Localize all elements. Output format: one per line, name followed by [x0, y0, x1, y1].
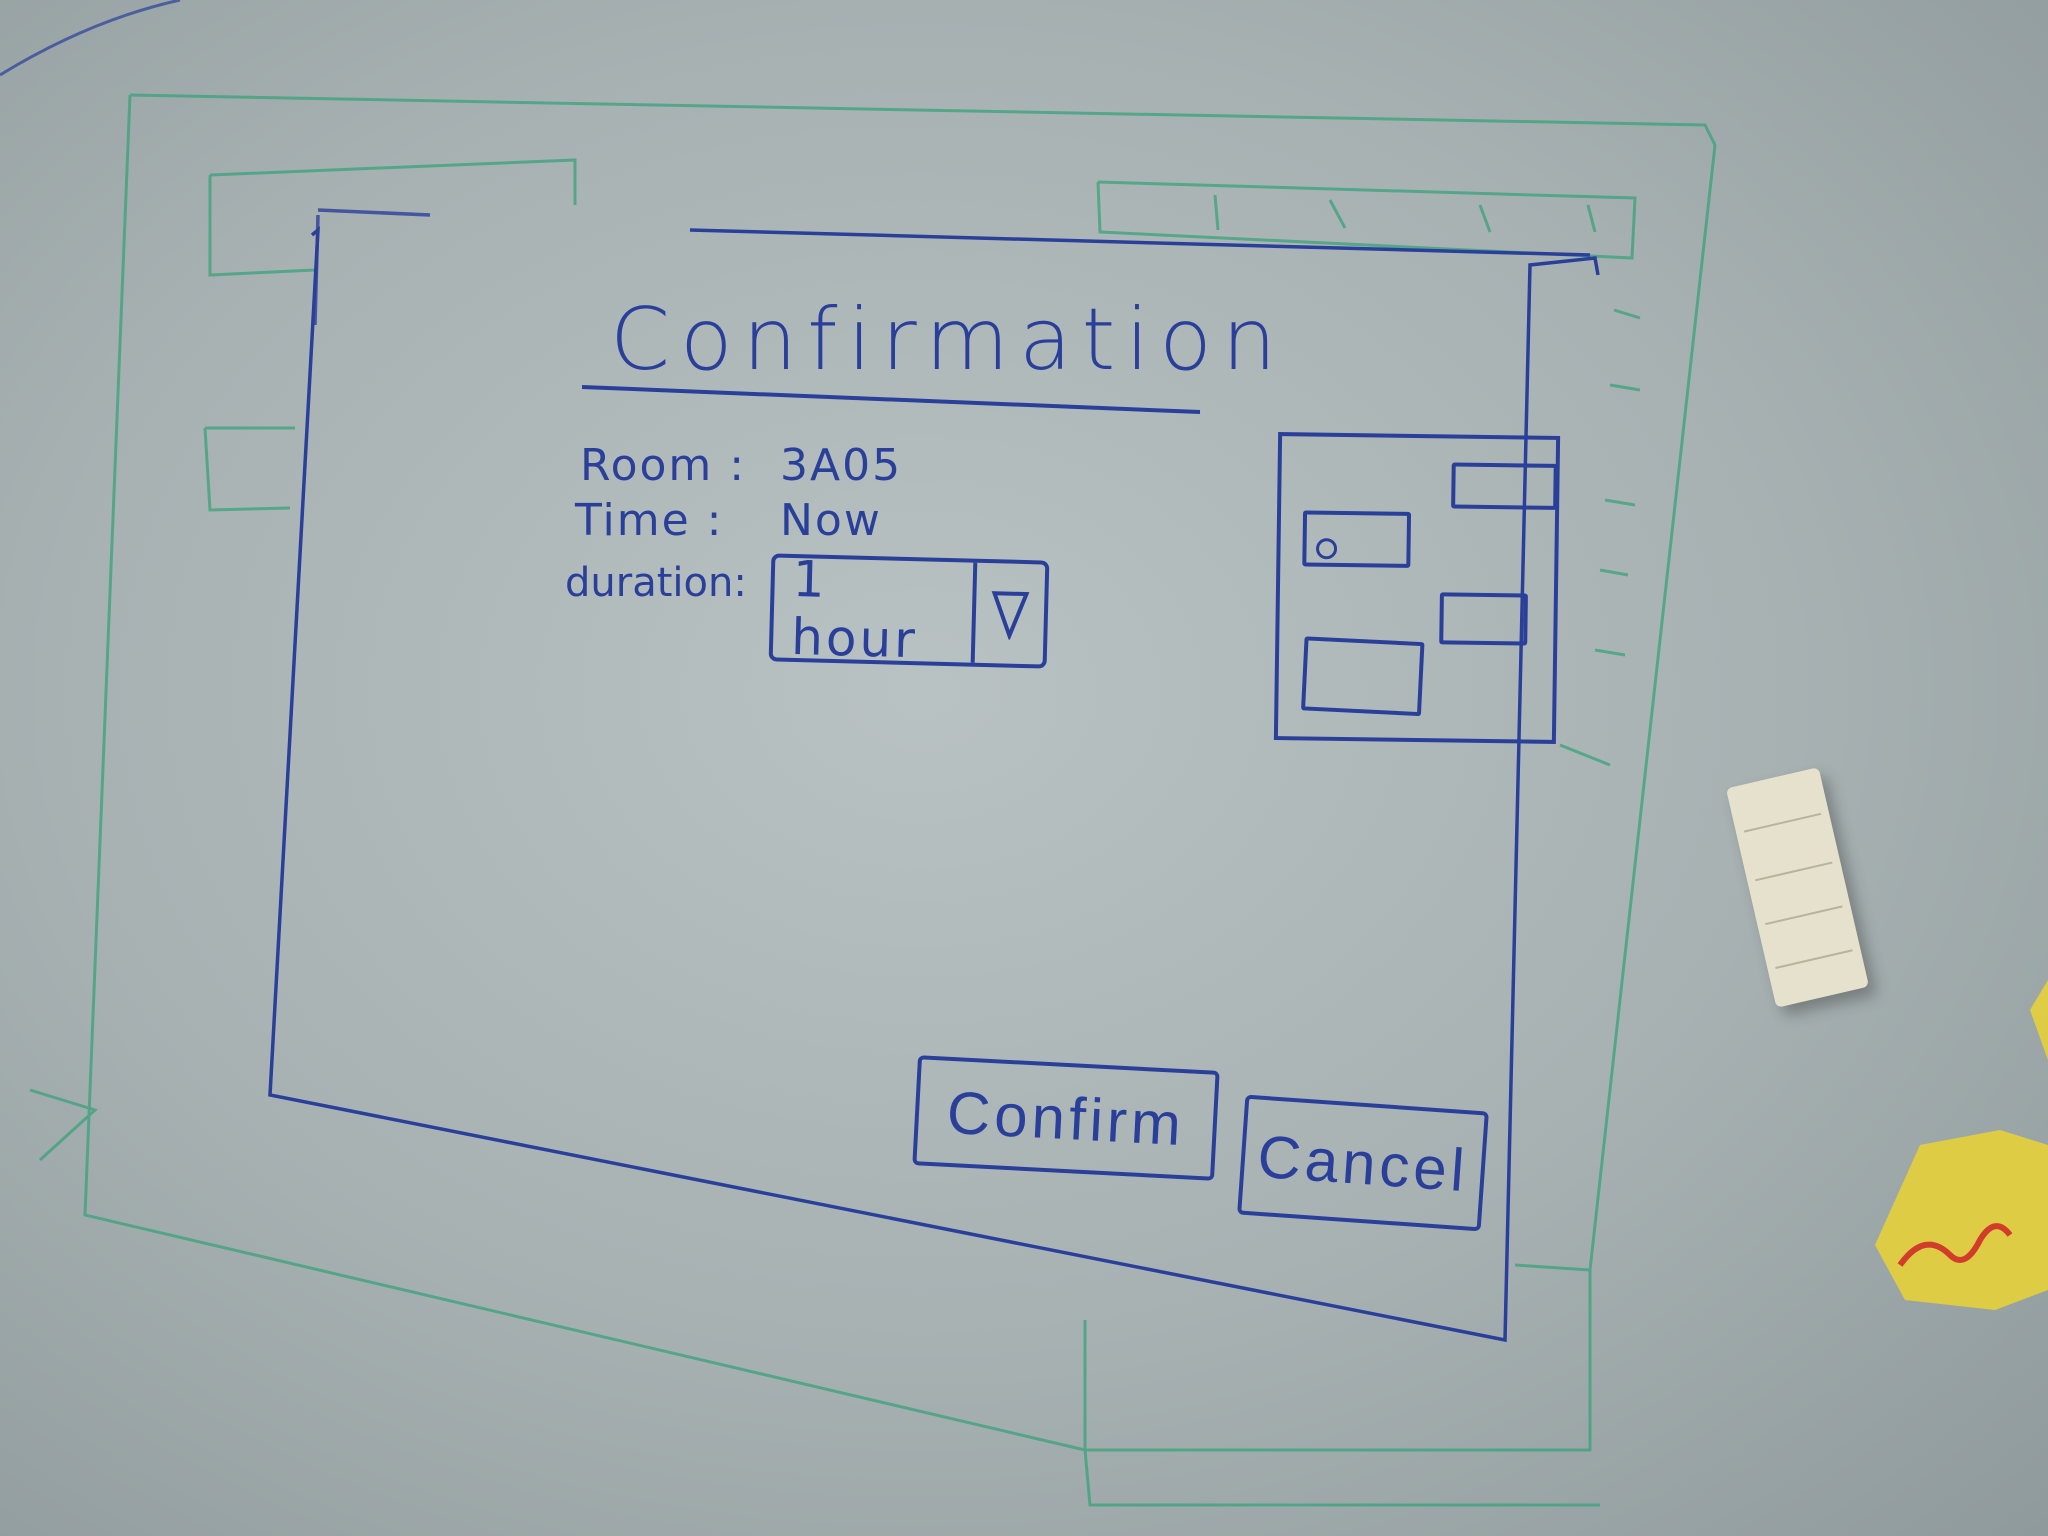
chevron-down-icon — [991, 591, 1030, 641]
duration-label: duration: — [565, 560, 747, 606]
room-label: Room : — [580, 440, 747, 491]
cancel-button[interactable]: Cancel — [1237, 1094, 1489, 1232]
map-room[interactable] — [1451, 462, 1558, 510]
dialog-frame — [268, 208, 1600, 1343]
outer-green-frame — [29, 93, 1717, 1507]
dialog-title: Confirmation — [610, 290, 1287, 390]
duration-dropdown[interactable]: 1 hour — [768, 549, 1050, 670]
confirm-button[interactable]: Confirm — [912, 1055, 1220, 1181]
location-marker-icon — [1316, 538, 1338, 560]
map-room[interactable] — [1301, 636, 1425, 717]
room-map-panel — [1273, 432, 1561, 744]
dropdown-toggle[interactable] — [970, 562, 1046, 665]
room-value: 3A05 — [780, 440, 903, 491]
title-underline — [581, 385, 1201, 414]
map-room[interactable] — [1439, 592, 1528, 646]
marker-doodle — [1875, 980, 2048, 1310]
duration-dropdown-value: 1 hour — [790, 549, 919, 670]
time-label: Time : — [575, 495, 724, 546]
map-room-selected[interactable] — [1302, 510, 1412, 568]
time-value: Now — [780, 495, 882, 546]
